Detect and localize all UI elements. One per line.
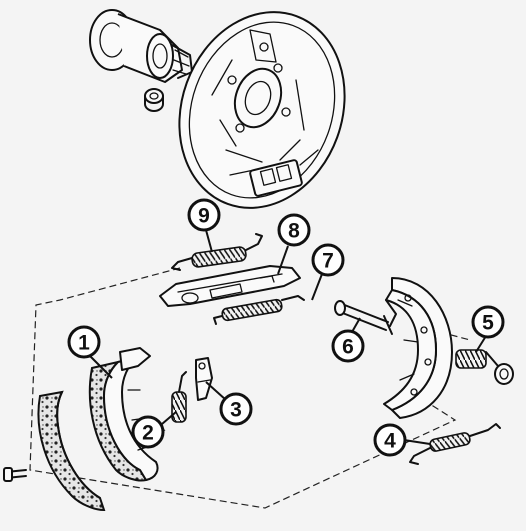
- callout-7-label: 7: [322, 250, 334, 273]
- callout-4-ring: [373, 423, 407, 457]
- brake-lining: [37, 390, 106, 512]
- upper-return-spring: [171, 233, 263, 271]
- callout-7-ring: [311, 243, 345, 277]
- callout-2-ring: [131, 415, 165, 449]
- shoe-spring: [171, 371, 187, 423]
- callout-3-ring: [219, 392, 253, 426]
- wheel-hub: [89, 9, 193, 83]
- adjuster-spring: [213, 295, 305, 325]
- callout-5-ring: [471, 305, 505, 339]
- callout-2-label: 2: [142, 422, 154, 445]
- callout-3-label: 3: [230, 399, 242, 422]
- callout-9-label: 9: [198, 205, 210, 228]
- lower-return-spring: [409, 423, 501, 465]
- adjuster-strut: [159, 265, 301, 307]
- callout-1-ring: [67, 325, 101, 359]
- callout-8-ring: [277, 213, 311, 247]
- leader-line-7: [311, 273, 323, 301]
- leader-line-6: [351, 317, 361, 333]
- callout-9-ring: [187, 198, 221, 232]
- callout-5-label: 5: [482, 312, 494, 335]
- leader-line-2: [161, 411, 177, 425]
- brake-backing-plate: [178, 11, 346, 209]
- callout-4-label: 4: [384, 430, 396, 453]
- callout-1-label: 1: [78, 332, 90, 355]
- hold-down-pin: [334, 300, 393, 335]
- hub-nut: [144, 88, 164, 112]
- retainer-clip: [195, 357, 213, 401]
- small-bolt: [3, 467, 27, 482]
- leader-line-9: [205, 229, 213, 253]
- right-brake-shoe: [383, 277, 453, 419]
- leader-line-1: [89, 355, 113, 379]
- leader-line-5: [475, 335, 487, 353]
- leader-line-4: [403, 439, 431, 445]
- leader-line-8: [277, 245, 289, 275]
- callouts: 1 2 3 4 5 6 7 8 9: [67, 198, 505, 457]
- left-brake-shoe: [88, 347, 159, 482]
- callout-6-label: 6: [342, 336, 354, 359]
- hold-down-spring-cup: [455, 349, 514, 385]
- callout-8-label: 8: [288, 220, 300, 243]
- callout-6-ring: [331, 329, 365, 363]
- leader-line-3: [205, 381, 227, 401]
